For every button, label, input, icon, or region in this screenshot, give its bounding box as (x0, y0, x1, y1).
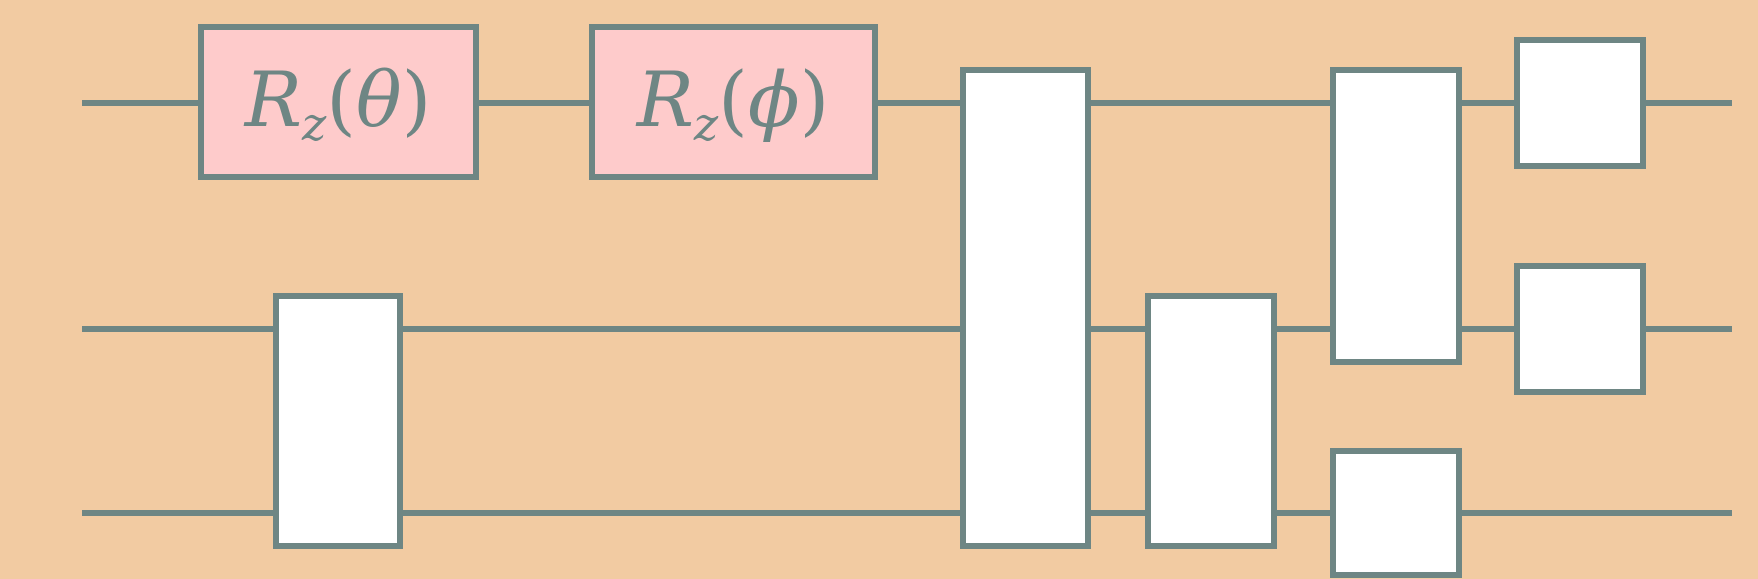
gate-rz-theta-label: Rz(θ) (243, 55, 432, 151)
gate-rz-phi[interactable]: Rz(ϕ) (589, 24, 878, 180)
gate-rz-phi-label-close-paren: ) (800, 55, 830, 144)
gate-rz-theta-box (198, 24, 479, 180)
gate-box-a[interactable] (273, 293, 403, 549)
gate-box-d[interactable] (1330, 67, 1462, 365)
gate-box-g[interactable] (1514, 263, 1646, 395)
gate-rz-theta-label-main: R (243, 55, 302, 144)
gate-rz-phi-label-arg: ϕ (748, 55, 800, 144)
gate-rz-phi-label-open-paren: ( (718, 55, 748, 144)
gate-rz-phi-label: Rz(ϕ) (635, 55, 830, 151)
gate-box-c[interactable] (1145, 293, 1277, 549)
gate-rz-phi-label-sub: z (693, 97, 719, 151)
gate-rz-theta-label-sub: z (301, 97, 327, 151)
gate-box-b[interactable] (960, 67, 1091, 549)
gate-rz-phi-box (589, 24, 878, 180)
gate-box-f[interactable] (1514, 37, 1646, 169)
gate-rz-theta[interactable]: Rz(θ) (198, 24, 479, 180)
gate-rz-theta-label-open-paren: ( (326, 55, 356, 144)
gate-rz-theta-label-arg: θ (356, 55, 402, 144)
gate-box-e[interactable] (1330, 448, 1462, 578)
gate-rz-phi-label-main: R (635, 55, 694, 144)
gates: Rz(θ) Rz(ϕ) (198, 24, 1646, 578)
gate-rz-theta-label-close-paren: ) (402, 55, 432, 144)
